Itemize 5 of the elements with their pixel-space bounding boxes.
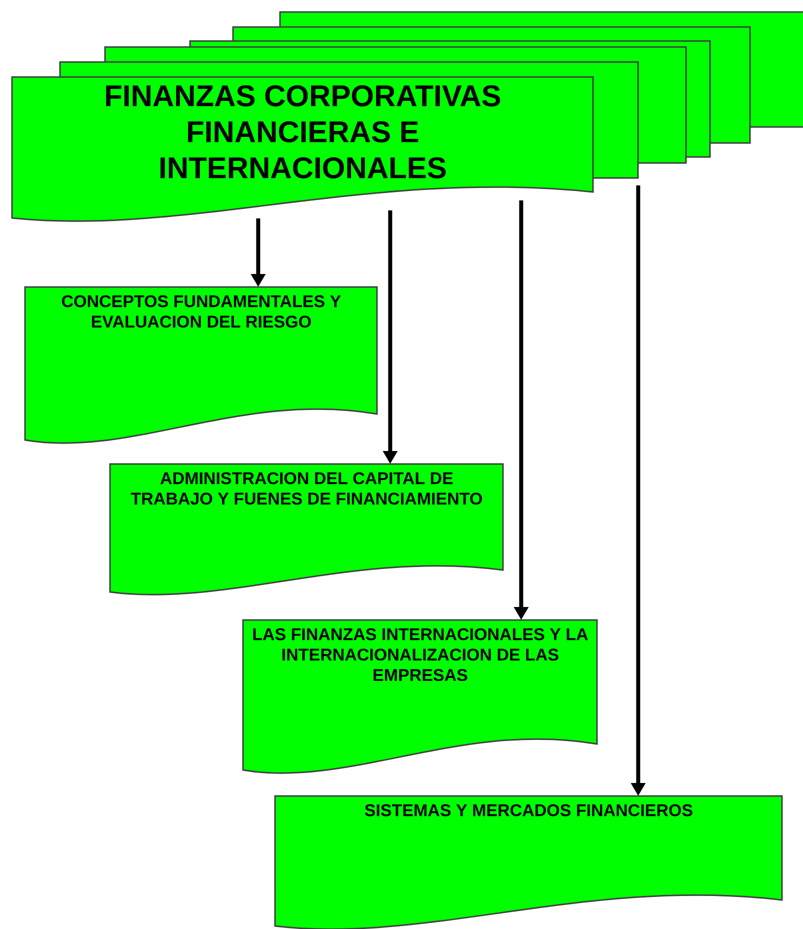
document-box: ADMINISTRACION DEL CAPITAL DE TRABAJO Y FUENES DE FINANCIAMIENTO xyxy=(109,463,504,596)
document-box: CONCEPTOS FUNDAMENTALES Y EVALUACION DEL RIESGO xyxy=(24,286,378,444)
title-document: FINANZAS CORPORATIVAS FINANCIERAS E INTERNACIONALES xyxy=(11,76,594,222)
document-box: SISTEMAS Y MERCADOS FINANCIEROS xyxy=(274,795,783,929)
document-box: LAS FINANZAS INTERNACIONALES Y LA INTERNACIONALIZACION DE LAS EMPRESAS xyxy=(242,619,598,774)
